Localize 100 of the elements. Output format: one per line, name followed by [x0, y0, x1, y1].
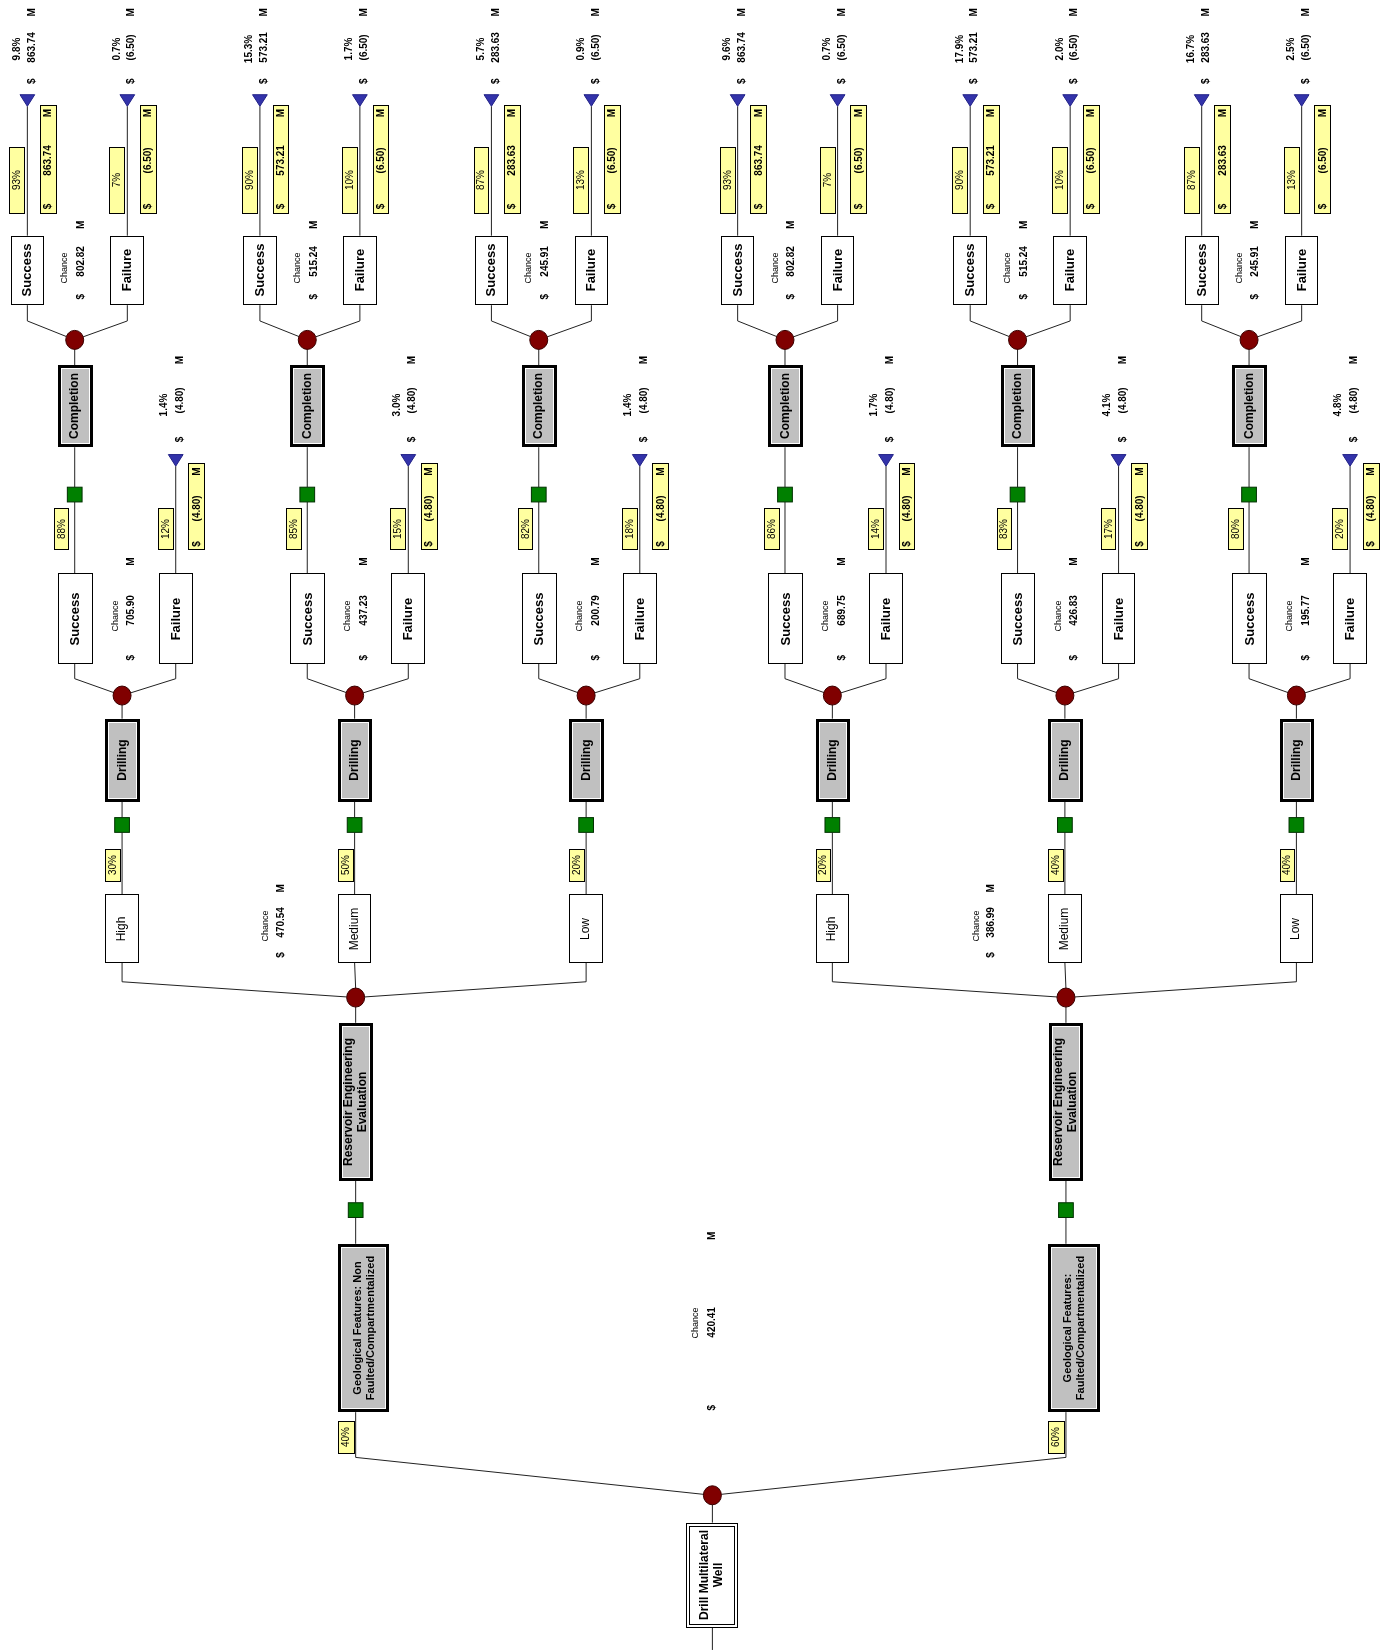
branch-line	[364, 962, 587, 998]
chance-node	[65, 329, 85, 350]
payoff-box: $ 573.21 M	[272, 105, 290, 214]
probability-box: 83%	[996, 508, 1013, 551]
outcome-box: Failure	[1101, 573, 1136, 664]
branch-line	[585, 704, 587, 720]
payoff-box: $ (6.50) M	[1314, 105, 1332, 214]
probability-label: 15.3%	[242, 34, 254, 64]
branch-line	[355, 1217, 357, 1245]
node-type-label: Chance	[1053, 600, 1064, 632]
probability-box: 10%	[1052, 147, 1069, 214]
event-box: Completion	[1232, 365, 1267, 448]
payoff-label: $ (6.50) M	[124, 8, 136, 85]
payoff-label: $ 283.63 M	[1199, 8, 1211, 85]
branch-line	[594, 663, 641, 694]
branch-line	[546, 304, 592, 338]
probability-label: 1.7%	[342, 37, 354, 61]
terminal-node	[352, 94, 368, 107]
expected-value-label: $ 515.24 M	[307, 221, 318, 300]
expected-value-label: $ 802.82 M	[74, 221, 86, 300]
node-type-label: Chance	[60, 252, 71, 284]
branch-line	[1248, 446, 1250, 488]
state-box: High	[815, 894, 850, 963]
payoff-label: $ (4.80) M	[883, 355, 895, 442]
branch-line	[1074, 962, 1297, 998]
outcome-box: Success	[953, 235, 987, 306]
event-box: Drilling	[1048, 718, 1083, 802]
branch-line	[784, 446, 786, 488]
probability-label: 2.5%	[1284, 37, 1296, 61]
terminal-node	[1110, 454, 1127, 467]
branch-line	[74, 348, 76, 366]
branch-line	[306, 446, 308, 488]
payoff-label: $ (4.80) M	[173, 355, 185, 442]
branch-line	[1065, 1180, 1067, 1204]
branch-line	[1118, 465, 1120, 574]
expected-value-label: $ 386.99 M	[984, 883, 996, 958]
terminal-node	[252, 94, 268, 107]
node-type-label: Chance	[821, 600, 831, 632]
chance-node	[1056, 987, 1076, 1008]
branch-line	[175, 465, 177, 574]
event-box: Completion	[768, 365, 803, 448]
terminal-node	[483, 94, 500, 107]
node-type-label: Chance	[574, 600, 585, 632]
decision-node	[347, 1202, 364, 1218]
branch-line	[1017, 663, 1057, 694]
state-box: Medium	[1048, 894, 1082, 963]
state-box: High	[105, 894, 139, 963]
branch-line	[1304, 663, 1351, 694]
probability-box: 12%	[157, 508, 174, 551]
probability-box: 40%	[337, 1420, 355, 1455]
branch-line	[26, 105, 28, 237]
branch-line	[362, 663, 409, 694]
event-box: Completion	[290, 365, 326, 448]
branch-line	[1295, 801, 1297, 819]
branch-line	[121, 962, 348, 998]
probability-box: 20%	[815, 849, 832, 882]
outcome-box: Success	[243, 235, 277, 306]
chance-node	[775, 329, 795, 350]
payoff-box: $ (4.80) M	[188, 463, 206, 551]
outcome-box: Failure	[820, 235, 855, 306]
event-box: Completion	[57, 365, 93, 448]
terminal-node	[1342, 454, 1358, 467]
branch-line	[315, 304, 361, 338]
branch-line	[1072, 663, 1120, 694]
probability-box: 30%	[105, 849, 121, 882]
branch-line	[26, 304, 67, 338]
branch-line	[1295, 831, 1297, 895]
branch-line	[737, 304, 778, 338]
decision-node	[824, 817, 841, 833]
event-box: Completion	[521, 365, 557, 448]
outcome-box: Success	[290, 573, 326, 664]
decision-node	[578, 817, 594, 833]
probability-label: 1.7%	[867, 393, 879, 417]
probability-box: 7%	[109, 147, 126, 214]
outcome-box: Failure	[110, 235, 145, 306]
event-box: Drilling	[1279, 718, 1315, 802]
payoff-box: $ (6.50) M	[372, 105, 390, 214]
payoff-label: $ (4.80) M	[637, 355, 649, 442]
branch-line	[490, 105, 492, 237]
expected-value-label: $ 689.75 M	[835, 557, 847, 661]
branch-line	[1248, 348, 1250, 366]
branch-line	[126, 105, 128, 237]
decision-node	[1009, 486, 1026, 503]
probability-box: 87%	[1183, 147, 1200, 214]
branch-line	[969, 105, 971, 237]
terminal-node	[1193, 94, 1210, 107]
payoff-label: $ 863.74 M	[735, 8, 747, 85]
branch-line	[585, 831, 587, 895]
probability-label: 0.9%	[574, 37, 586, 61]
probability-box: 40%	[1279, 849, 1296, 882]
payoff-box: $ (4.80) M	[898, 463, 916, 551]
outcome-box: Failure	[1333, 573, 1367, 664]
probability-label: 4.1%	[1100, 393, 1112, 417]
payoff-box: $ (4.80) M	[1362, 463, 1380, 551]
terminal-node	[119, 94, 136, 107]
chance-node	[1055, 685, 1075, 706]
branch-line	[1017, 501, 1019, 574]
probability-box: 50%	[337, 849, 354, 882]
branch-line	[1064, 962, 1067, 990]
probability-box: 90%	[952, 147, 969, 214]
